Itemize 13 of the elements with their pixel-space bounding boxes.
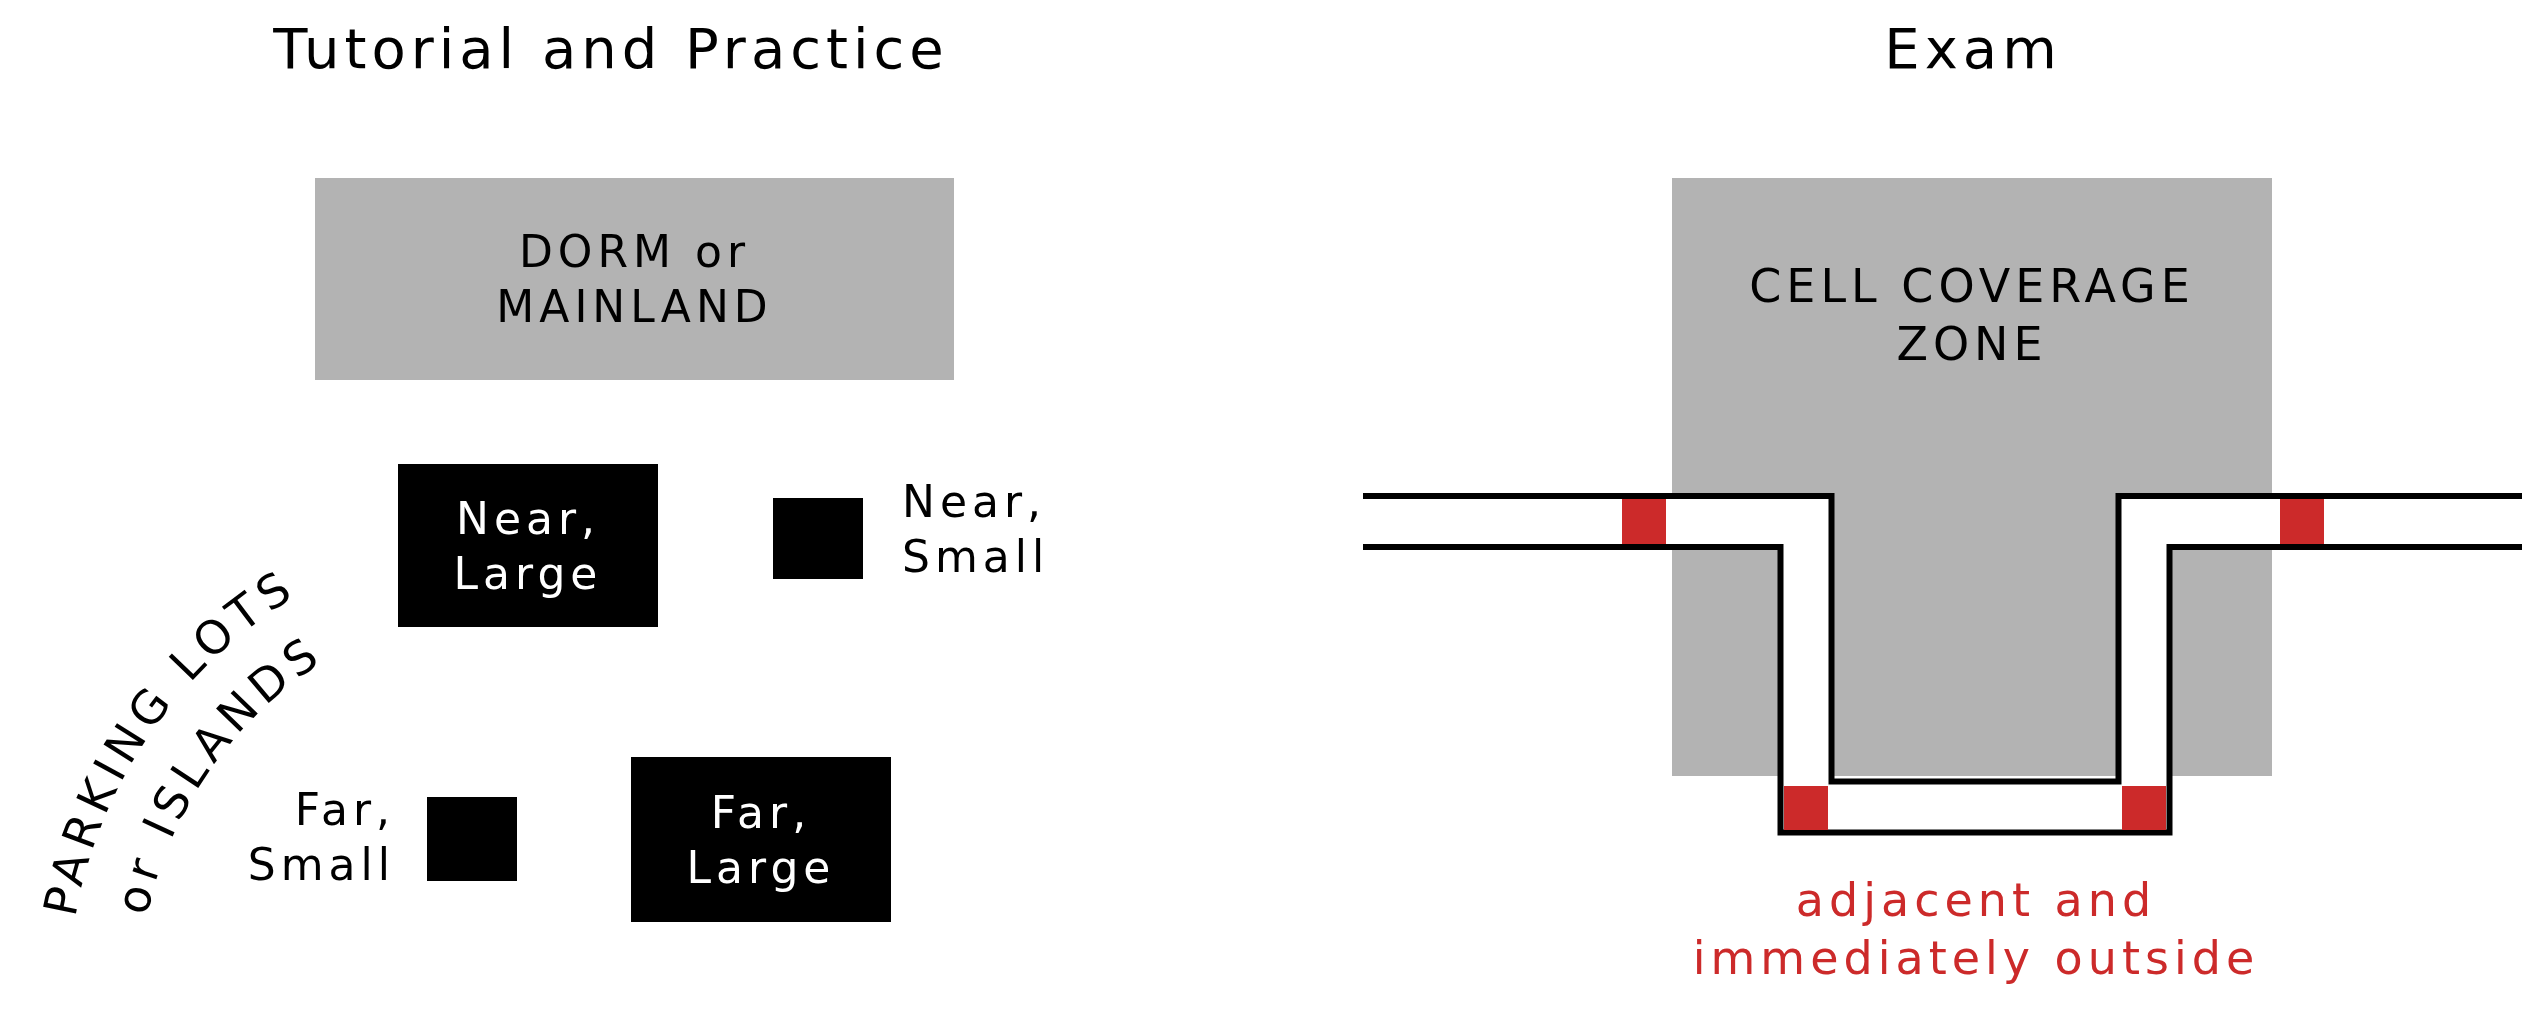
area-label: Far, Large xyxy=(685,785,837,895)
parking-lot-block xyxy=(773,498,863,579)
area-label: CELL COVERAGE ZONE xyxy=(1748,258,2196,373)
section-heading: Exam xyxy=(1883,15,2063,83)
block-label: Near, Small xyxy=(902,475,1051,584)
annotation-text: adjacent and immediately outside xyxy=(1691,872,2261,987)
area-label: Near, Large xyxy=(452,491,604,601)
section-heading: Tutorial and Practice xyxy=(272,15,950,83)
parking-lot-block xyxy=(427,797,517,881)
building-area xyxy=(315,178,954,380)
parking-lot-block xyxy=(398,464,658,627)
area-label: DORM or MAINLAND xyxy=(495,225,774,334)
parking-lot-block xyxy=(631,757,891,922)
